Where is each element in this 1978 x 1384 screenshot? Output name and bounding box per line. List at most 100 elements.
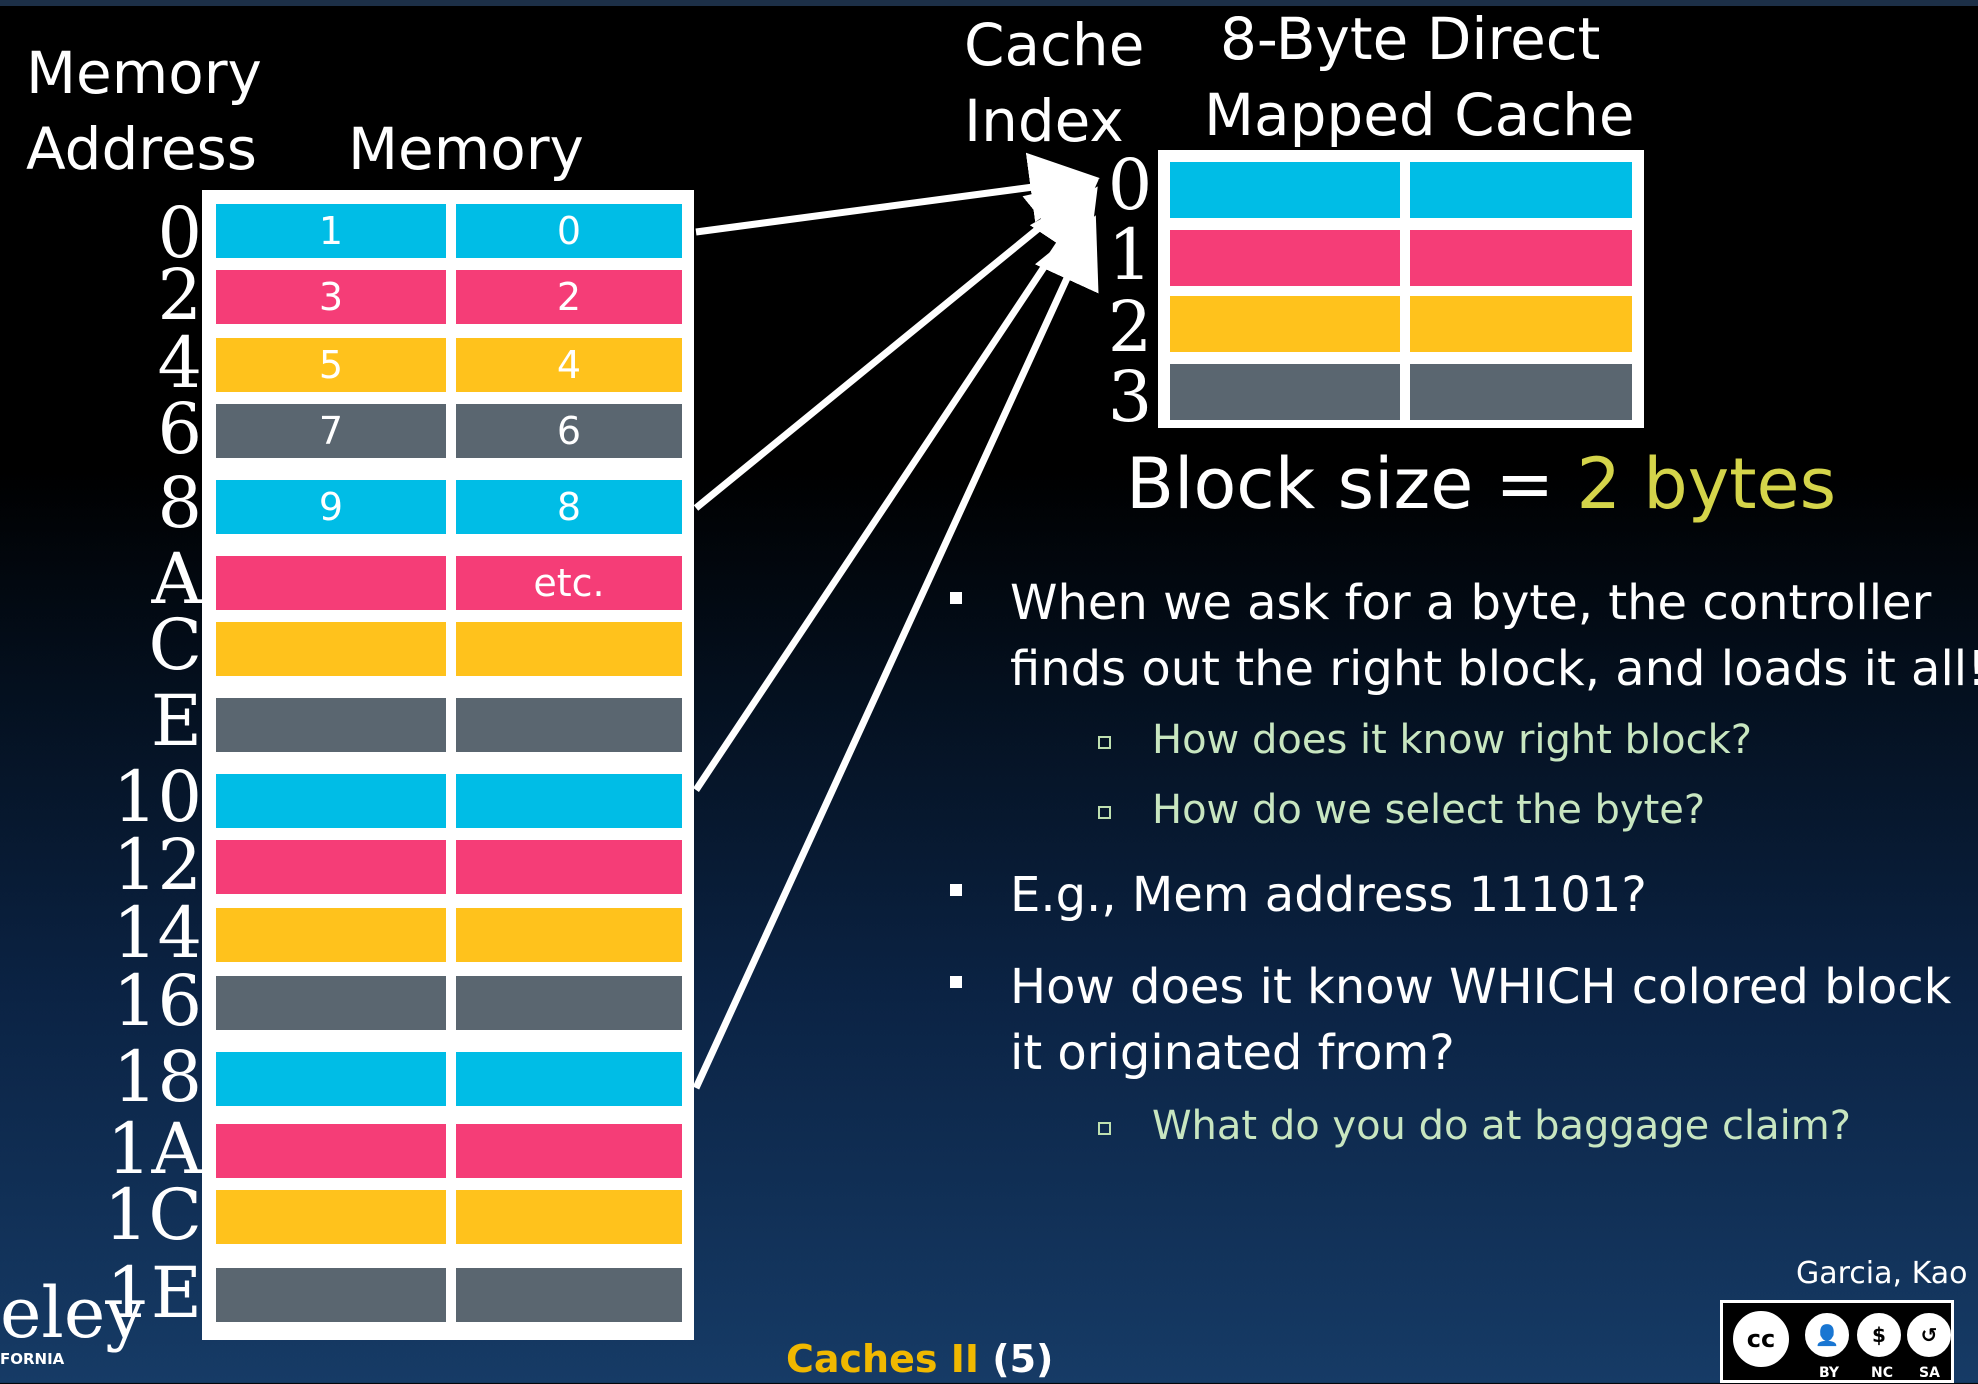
memory-cell-left [216, 908, 446, 962]
bullet-marker [950, 884, 962, 896]
cache-cell [1410, 230, 1632, 286]
cc-label-nc: NC [1871, 1365, 1893, 1381]
block-size-label: Block size = 2 bytes [1126, 440, 1836, 528]
footer-page: (5) [992, 1337, 1054, 1381]
sub-bullet-text: What do you do at baggage claim? [1152, 1103, 1851, 1149]
block-size-prefix: Block size = [1126, 443, 1577, 525]
memory-cell-right: 4 [456, 338, 682, 392]
arrow-row-10 [693, 186, 1098, 792]
memory-cell-left [216, 622, 446, 676]
memory-address-label: 1E [106, 1252, 202, 1334]
cc-label-by: BY [1819, 1365, 1840, 1381]
cache-cell [1170, 230, 1400, 286]
memory-cell-right [456, 622, 682, 676]
memory-address-label: E [150, 680, 202, 762]
cc-icon: cc [1733, 1311, 1789, 1367]
memory-cell-left: 1 [216, 204, 446, 258]
cc-label-sa: SA [1919, 1365, 1940, 1381]
footer-title: Caches II (5) [786, 1334, 1053, 1384]
memory-address-label: 2 [157, 254, 202, 336]
memory-cell-right [456, 1124, 682, 1178]
university-logo-subtext: FORNIA [0, 1350, 65, 1368]
noncommercial-icon: $ [1857, 1313, 1901, 1357]
bullet-text: it originated from? [1010, 1025, 1455, 1081]
memory-cell-left [216, 774, 446, 828]
memory-cell-left [216, 1124, 446, 1178]
memory-cell-left [216, 976, 446, 1030]
sub-bullet-text: How does it know right block? [1152, 717, 1752, 763]
memory-cell-right [456, 1052, 682, 1106]
logo-text: eley [0, 1272, 145, 1354]
cc-license-badge: cc 👤 $ ↺ BY NC SA [1720, 1300, 1954, 1383]
memory-address-header-line1: Memory [26, 39, 262, 107]
memory-address-label: 12 [112, 824, 202, 906]
bullet-marker [950, 976, 962, 988]
memory-cell-left [216, 1190, 446, 1244]
sub-bullet-marker [1098, 806, 1111, 819]
bullet-text: When we ask for a byte, the controller [1010, 575, 1932, 631]
memory-cell-right: 8 [456, 480, 682, 534]
footer-author: Garcia, Kao [1796, 1256, 1968, 1291]
sharealike-icon: ↺ [1907, 1313, 1951, 1357]
memory-cell-left: 3 [216, 270, 446, 324]
memory-address-header-line2: Address [26, 115, 257, 183]
block-size-value: 2 bytes [1576, 443, 1837, 525]
cache-index-label: 1 [1107, 214, 1153, 296]
arrow-row-8 [693, 179, 1099, 511]
memory-cell-left [216, 840, 446, 894]
cache-cell [1410, 162, 1632, 218]
arrow-row-18 [692, 215, 1099, 1090]
cache-title-line2: Mapped Cache [1204, 81, 1635, 149]
university-logo: eley [0, 1278, 145, 1348]
sub-bullet-text: How do we select the byte? [1152, 787, 1706, 833]
memory-address-label: 16 [112, 960, 202, 1042]
memory-address-label: 1A [106, 1108, 202, 1190]
memory-cell-right [456, 908, 682, 962]
cache-index-label: 2 [1107, 286, 1153, 368]
cache-cell [1410, 296, 1632, 352]
memory-cell-left: 9 [216, 480, 446, 534]
cache-index-label: 3 [1107, 356, 1153, 438]
memory-cell-right [456, 698, 682, 752]
cache-index-label: 0 [1107, 144, 1153, 226]
cache-index-header-line2: Index [964, 87, 1124, 155]
memory-address-label: 6 [157, 388, 202, 470]
cache-cell [1170, 364, 1400, 420]
cache-title-line1: 8-Byte Direct [1220, 5, 1601, 73]
bullet-text: E.g., Mem address 11101? [1010, 867, 1647, 923]
memory-cell-right [456, 840, 682, 894]
cache-cell [1170, 162, 1400, 218]
cache-cell [1170, 296, 1400, 352]
memory-cell-right [456, 774, 682, 828]
top-border-line [0, 0, 1978, 6]
memory-cell-left: 7 [216, 404, 446, 458]
cache-cell [1410, 364, 1632, 420]
memory-address-label: 14 [112, 892, 202, 974]
bullet-text: How does it know WHICH colored block [1010, 959, 1952, 1015]
memory-cell-right [456, 1190, 682, 1244]
memory-address-label: 10 [112, 756, 202, 838]
memory-cell-left [216, 1052, 446, 1106]
bullet-marker [950, 592, 962, 604]
memory-cell-left [216, 1268, 446, 1322]
cache-index-header-line1: Cache [964, 11, 1145, 79]
sub-bullet-marker [1098, 736, 1111, 749]
memory-cell-right: 0 [456, 204, 682, 258]
memory-cell-left [216, 698, 446, 752]
footer-lecture: Caches II [786, 1337, 980, 1381]
memory-cell-right [456, 976, 682, 1030]
memory-header: Memory [348, 115, 584, 183]
memory-address-label: 4 [157, 322, 202, 404]
memory-address-label: 1C [103, 1174, 202, 1256]
memory-address-label: 0 [157, 192, 202, 274]
attribution-icon: 👤 [1805, 1313, 1849, 1357]
memory-address-label: 8 [157, 462, 202, 544]
memory-cell-right [456, 1268, 682, 1322]
arrow-row-0 [695, 152, 1100, 236]
memory-cell-right: 6 [456, 404, 682, 458]
memory-cell-right: etc. [456, 556, 682, 610]
memory-cell-left: 5 [216, 338, 446, 392]
bullet-text: finds out the right block, and loads it … [1010, 641, 1978, 697]
